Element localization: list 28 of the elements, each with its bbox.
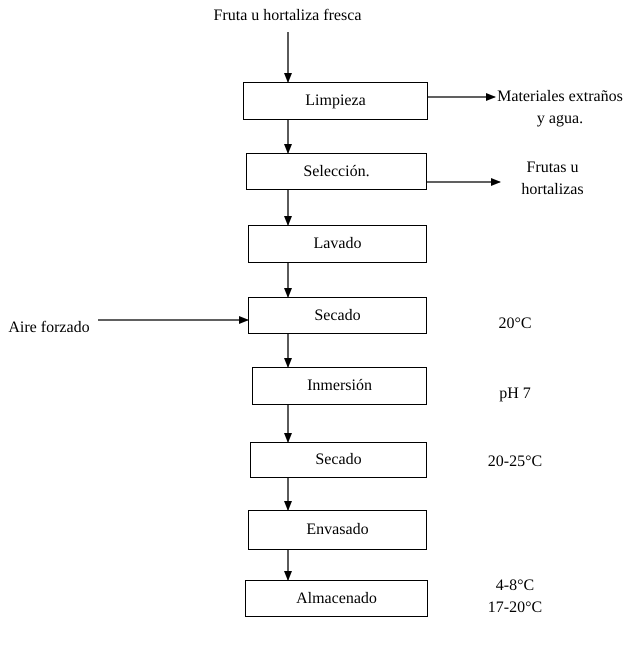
condition-label: 17-20°C [488,598,542,618]
arrow [284,405,292,443]
input-output-text: Aire forzado [0,305,98,351]
process-box: Selección. [246,153,427,190]
process-box: Limpieza [243,82,428,120]
arrow [284,263,292,298]
condition-label: pH 7 [499,384,531,404]
condition-label: 4-8°C [496,576,534,596]
arrow [98,316,249,324]
arrow [427,178,501,186]
process-box: Secado [248,297,427,334]
arrow [428,93,496,101]
arrow [284,334,292,368]
arrow [284,120,292,154]
process-box: Envasado [248,510,427,550]
process-box: Inmersión [252,367,427,405]
process-box: Almacenado [245,580,428,617]
input-output-text: Fruta u hortaliza fresca [180,4,395,28]
process-box: Secado [250,442,427,478]
input-output-text: Materiales extraños y agua. [495,84,625,132]
arrow [284,478,292,511]
arrow [284,32,292,83]
process-box: Lavado [248,225,427,263]
input-output-text: Frutas u hortalizas [500,155,605,203]
condition-label: 20-25°C [488,452,542,472]
arrow [284,550,292,581]
arrow [284,190,292,226]
condition-label: 20°C [498,314,532,334]
